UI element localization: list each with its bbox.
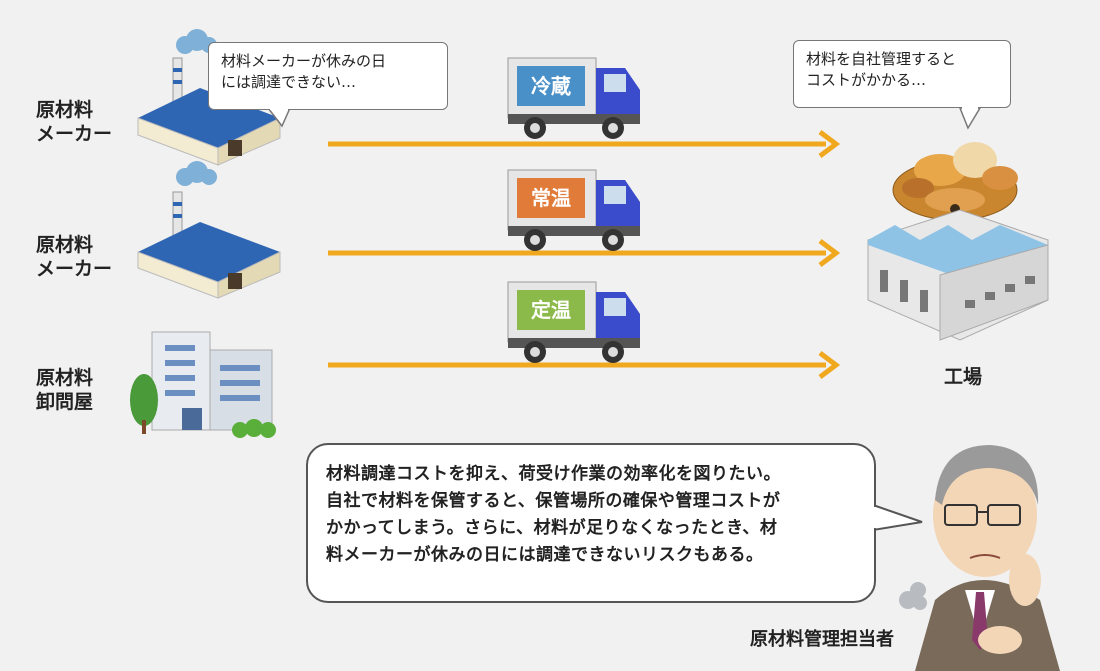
speech-line: 自社で材料を保管すると、保管場所の確保や管理コストが (326, 491, 781, 511)
speech-line: 材料調達コストを抑え、荷受け作業の効率化を図りたい。 (326, 464, 781, 484)
truck-label-constant-temp: 定温 (517, 290, 585, 330)
bubble-tail-joint (872, 507, 876, 528)
manager-speech-bubble: 材料調達コストを抑え、荷受け作業の効率化を図りたい。 自社で材料を保管すると、保… (306, 443, 876, 603)
supplier-speech-bubble: 材料メーカーが休みの日 には調達できない… (208, 42, 448, 110)
factory-icon (867, 209, 1049, 341)
source-label-maker-2: 原材料 メーカー (36, 234, 113, 280)
factory-label: 工場 (944, 366, 983, 388)
manager-person-icon (899, 445, 1060, 671)
wholesaler-building-icon (130, 331, 276, 438)
truck-label-refrigerated: 冷蔵 (517, 66, 585, 106)
source-label-wholesaler: 原材料 卸問屋 (36, 367, 94, 413)
flow-arrows (328, 130, 841, 379)
speech-line: 料メーカーが休みの日には調達できないリスクもある。 (326, 545, 764, 565)
truck-2-icon (507, 169, 640, 251)
manager-label: 原材料管理担当者 (750, 629, 894, 650)
source-label-maker-1: 原材料 メーカー (36, 99, 113, 145)
speech-line: かかってしまう。さらに、材料が足りなくなったとき、材 (326, 518, 778, 538)
factory-speech-bubble: 材料を自社管理すると コストがかかる… (793, 40, 1011, 108)
bubble-tail-joint (270, 106, 288, 110)
bubble-tail-joint (962, 106, 978, 110)
truck-label-ambient: 常温 (517, 178, 585, 218)
bread-basket-icon (892, 142, 1018, 221)
supplier-factory-2-icon (137, 161, 281, 299)
